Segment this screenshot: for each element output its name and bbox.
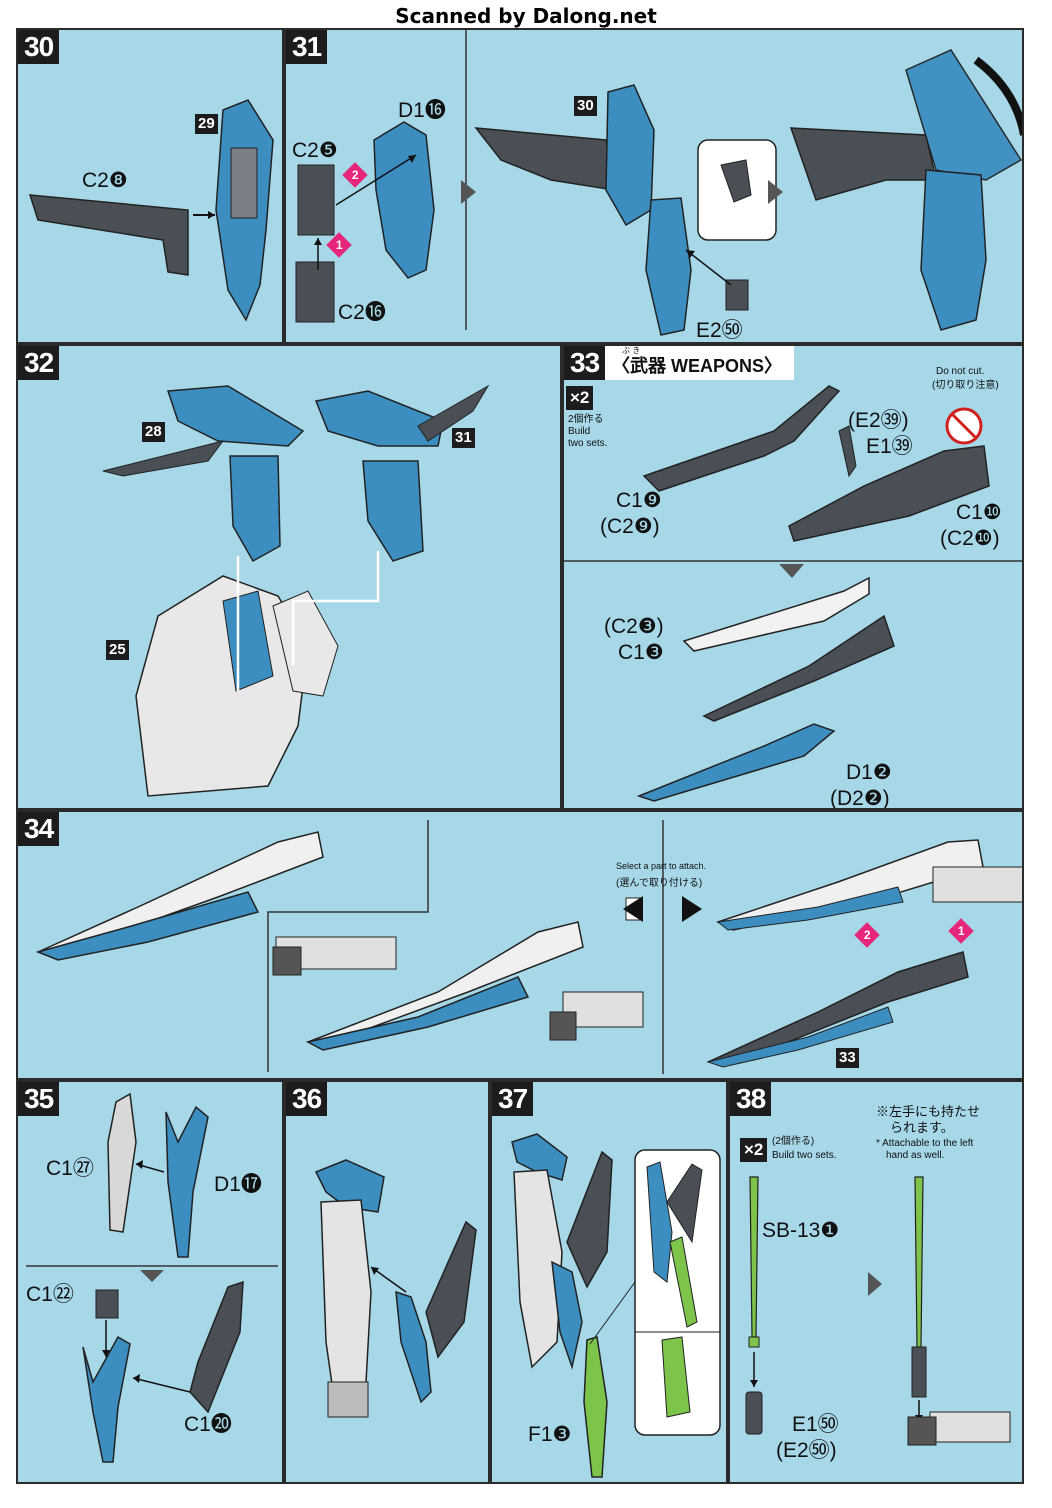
step-32-panel: 32 28 31 25 bbox=[16, 344, 562, 810]
step-36-illustration bbox=[314, 1159, 477, 1418]
part-sb13-1: SB-13❶ bbox=[762, 1219, 840, 1242]
step-number: 31 bbox=[286, 30, 328, 64]
part-c1-10: C1❿ bbox=[956, 501, 1002, 524]
step-31-illustration bbox=[295, 30, 1022, 336]
step-33-illustration bbox=[564, 385, 1022, 802]
part-c2-16: C2⓰ bbox=[338, 301, 386, 324]
part-c2-3: (C2❸) bbox=[604, 615, 664, 638]
do-not-cut-jp: (切り取り注意) bbox=[932, 380, 999, 391]
part-f1-3: F1❸ bbox=[528, 1423, 572, 1446]
step-32-illustration bbox=[102, 384, 490, 797]
part-e1-50: E1㊿ bbox=[792, 1413, 839, 1436]
part-e2-50: (E2㊿) bbox=[776, 1439, 837, 1462]
step-number: 32 bbox=[18, 346, 60, 380]
part-c1-9: C1❾ bbox=[616, 489, 662, 512]
part-c1-27: C1㉗ bbox=[46, 1157, 94, 1180]
build-note-en: Build two sets. bbox=[568, 426, 608, 449]
part-c2-10: (C2❿) bbox=[940, 527, 1000, 550]
part-e1-39: E1㊴ bbox=[866, 435, 913, 458]
part-c1-3: C1❸ bbox=[618, 641, 664, 664]
left-hand-note-en-2: hand as well. bbox=[886, 1150, 945, 1161]
select-note-en: Select a part to attach. bbox=[616, 861, 707, 871]
do-not-cut-en: Do not cut. bbox=[936, 366, 985, 377]
build-note-jp: 2個作る bbox=[568, 414, 604, 425]
step-33-panel: 33 ぶ き 〈武器 WEAPONS〉 ×2 2個作る Build two se… bbox=[562, 344, 1024, 810]
part-d2-2: (D2❷) bbox=[830, 787, 890, 810]
step-number: 37 bbox=[492, 1082, 534, 1116]
step-35-panel: 35 C1㉗ D1⓱ C1㉒ C1⓴ bbox=[16, 1080, 284, 1484]
part-d1-2: D1❷ bbox=[846, 761, 892, 784]
ref-step-29: 29 bbox=[195, 114, 218, 134]
left-hand-note-jp-1: ※左手にも持たせ bbox=[876, 1104, 981, 1119]
header-title: 〈武器 WEAPONS〉 bbox=[612, 356, 783, 376]
ref-step-30: 30 bbox=[574, 96, 597, 116]
weapons-header: 33 ぶ き 〈武器 WEAPONS〉 bbox=[564, 346, 794, 380]
step-30-panel: 30 29 C2❽ bbox=[16, 28, 284, 344]
part-c2-8: C2❽ bbox=[82, 169, 128, 192]
step-31-panel: 31 D1⓰ C2❺ C2⓰ 1 bbox=[284, 28, 1024, 344]
part-c1-20: C1⓴ bbox=[184, 1413, 232, 1436]
step-number: 33 bbox=[564, 346, 606, 380]
build-count-badge: ×2 bbox=[740, 1138, 768, 1162]
step-38-illustration bbox=[745, 1176, 1011, 1446]
step-37-panel: 37 F1❸ bbox=[490, 1080, 728, 1484]
step-34-illustration bbox=[35, 820, 1022, 1074]
part-d1-16: D1⓰ bbox=[398, 99, 446, 122]
watermark: Scanned by Dalong.net bbox=[395, 4, 657, 28]
step-38-panel: 38 ×2 (2個作る) Build two sets. ※左手にも持たせ られ… bbox=[728, 1080, 1024, 1484]
step-30-illustration bbox=[28, 99, 274, 322]
build-count-badge: ×2 bbox=[566, 386, 594, 410]
ref-step-28: 28 bbox=[142, 422, 165, 442]
ref-step-33: 33 bbox=[836, 1048, 859, 1068]
step-number: 36 bbox=[286, 1082, 328, 1116]
step-number: 30 bbox=[18, 30, 60, 64]
left-hand-note-en-1: * Attachable to the left bbox=[876, 1138, 974, 1149]
part-c1-22: C1㉒ bbox=[26, 1283, 74, 1306]
header-ruby: ぶ き bbox=[622, 346, 641, 355]
left-hand-note-jp-2: られます。 bbox=[890, 1120, 954, 1135]
step-number: 34 bbox=[18, 812, 60, 846]
part-c2-9: (C2❾) bbox=[600, 515, 660, 538]
select-note-jp: (選んで取り付ける) bbox=[616, 878, 703, 889]
build-note-jp: (2個作る) bbox=[772, 1136, 815, 1147]
build-note-en: Build two sets. bbox=[772, 1150, 837, 1161]
step-34-panel: 34 Select a part to attach. (選んで取り付ける) 2… bbox=[16, 810, 1024, 1080]
part-c2-5: C2❺ bbox=[292, 139, 338, 162]
part-e2-39: (E2㊴) bbox=[848, 409, 909, 432]
part-d1-17: D1⓱ bbox=[214, 1173, 262, 1196]
step-number: 35 bbox=[18, 1082, 60, 1116]
step-number: 38 bbox=[730, 1082, 772, 1116]
step-35-illustration bbox=[26, 1092, 278, 1463]
step-37-illustration bbox=[511, 1133, 721, 1478]
part-e2-51: E2㊿ bbox=[696, 319, 743, 342]
ref-step-31: 31 bbox=[452, 428, 475, 448]
step-36-panel: 36 bbox=[284, 1080, 490, 1484]
ref-step-25: 25 bbox=[106, 640, 129, 660]
